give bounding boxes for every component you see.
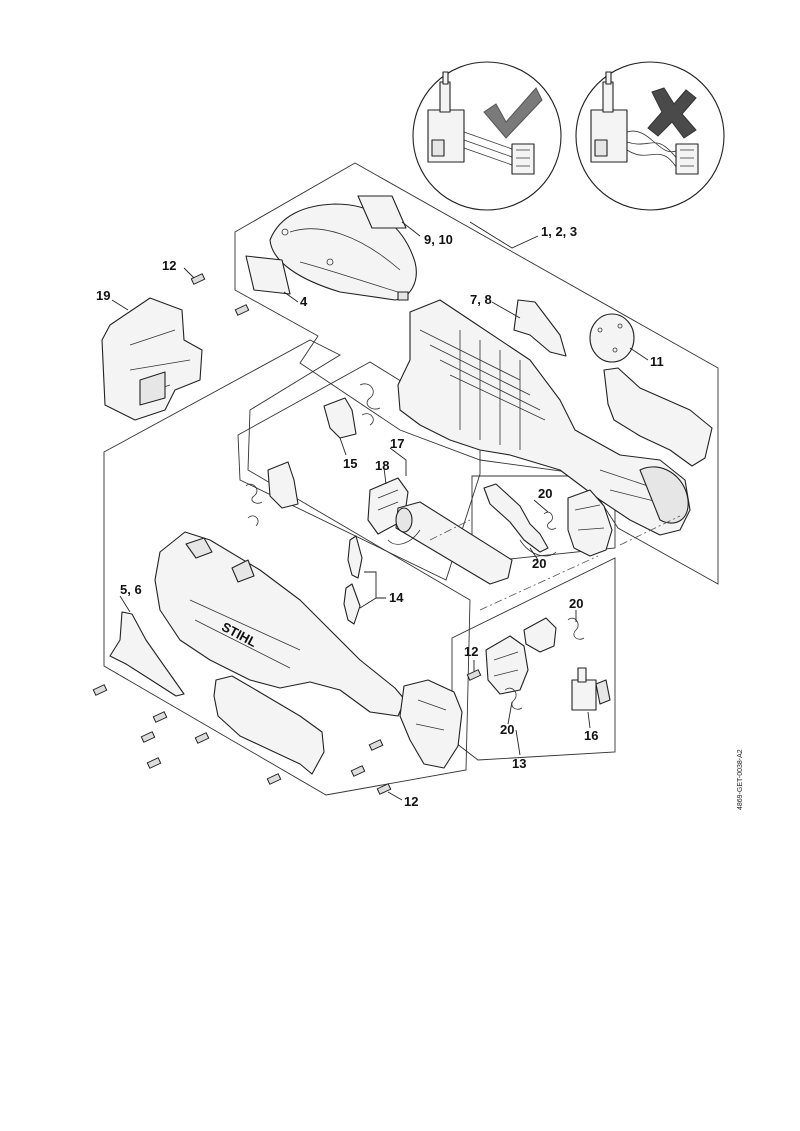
screw-icon <box>350 765 366 777</box>
label-15: 15 <box>343 456 357 471</box>
lower-housing-half: STIHL <box>154 531 406 717</box>
detail-correct-wiring <box>412 61 562 211</box>
screw-icon <box>266 773 282 785</box>
grip-insert <box>213 675 325 775</box>
screw-icon <box>234 304 250 316</box>
screw-icon <box>368 739 384 751</box>
label-plate-4 <box>245 255 291 295</box>
seal-disc-11 <box>589 313 635 363</box>
switch-detail-image-2 <box>590 71 699 175</box>
alignment-line-2 <box>619 515 681 546</box>
screw-icon <box>92 684 108 696</box>
label-14: 14 <box>389 590 404 605</box>
document-code: 4869-GET-0038-A2 <box>737 749 744 810</box>
screw-icon <box>376 783 392 795</box>
check-mark-icon <box>483 87 543 139</box>
cross-mark-icon <box>647 87 697 139</box>
label-16: 16 <box>584 728 598 743</box>
trigger-holder <box>567 489 613 557</box>
label-17: 17 <box>390 436 404 451</box>
detail-incorrect-wiring <box>575 61 725 211</box>
contact-springs-14 <box>343 535 363 625</box>
switch-detail-image <box>427 71 535 175</box>
label-plate-5-6 <box>109 611 185 697</box>
motor-rod-assembly <box>367 477 513 585</box>
label-1-2-3: 1, 2, 3 <box>541 224 577 239</box>
spring-20-mech <box>543 511 557 530</box>
spring-20-lower <box>504 687 523 710</box>
label-20-switch: 20 <box>569 596 583 611</box>
leader-lines <box>111 221 649 801</box>
screws <box>92 273 482 795</box>
screw-icon <box>146 757 162 769</box>
frame-internal-parts <box>237 361 481 581</box>
spring-clip-left <box>245 461 299 527</box>
label-20-lower: 20 <box>500 722 514 737</box>
alignment-line-3 <box>429 519 471 541</box>
screw-icon <box>466 669 482 681</box>
label-plate-9-10 <box>357 195 407 229</box>
label-13: 13 <box>512 756 526 771</box>
label-5-6: 5, 6 <box>120 582 142 597</box>
screw-icon <box>194 732 210 744</box>
screw-icon <box>152 711 168 723</box>
label-20-mech-top: 20 <box>538 486 552 501</box>
label-18: 18 <box>375 458 389 473</box>
label-4: 4 <box>300 294 308 309</box>
rear-cap-19 <box>101 297 203 421</box>
screw-icon <box>140 731 156 743</box>
label-20-mech-bottom: 20 <box>532 556 546 571</box>
label-9-10: 9, 10 <box>424 232 453 247</box>
label-11: 11 <box>650 354 664 369</box>
screw-icon <box>190 273 206 285</box>
label-12-top: 12 <box>162 258 176 273</box>
rear-handle-half <box>399 679 463 769</box>
alignment-line <box>479 555 599 611</box>
frame-housing-lower <box>103 339 471 796</box>
switch-bracket <box>485 635 529 695</box>
switch-16 <box>571 667 611 711</box>
frame-housing-upper <box>234 162 719 585</box>
spring-20-switch <box>567 617 585 640</box>
lock-button <box>523 617 557 653</box>
label-19: 19 <box>96 288 110 303</box>
trigger-lever <box>483 483 557 557</box>
label-7-8: 7, 8 <box>470 292 492 307</box>
side-trim-strip <box>603 367 713 467</box>
label-12-switch: 12 <box>464 644 478 659</box>
spring-clip-15 <box>323 383 381 439</box>
main-housing-shell <box>397 299 691 536</box>
label-12-bottom: 12 <box>404 794 418 809</box>
label-plate-7-8 <box>513 299 567 357</box>
